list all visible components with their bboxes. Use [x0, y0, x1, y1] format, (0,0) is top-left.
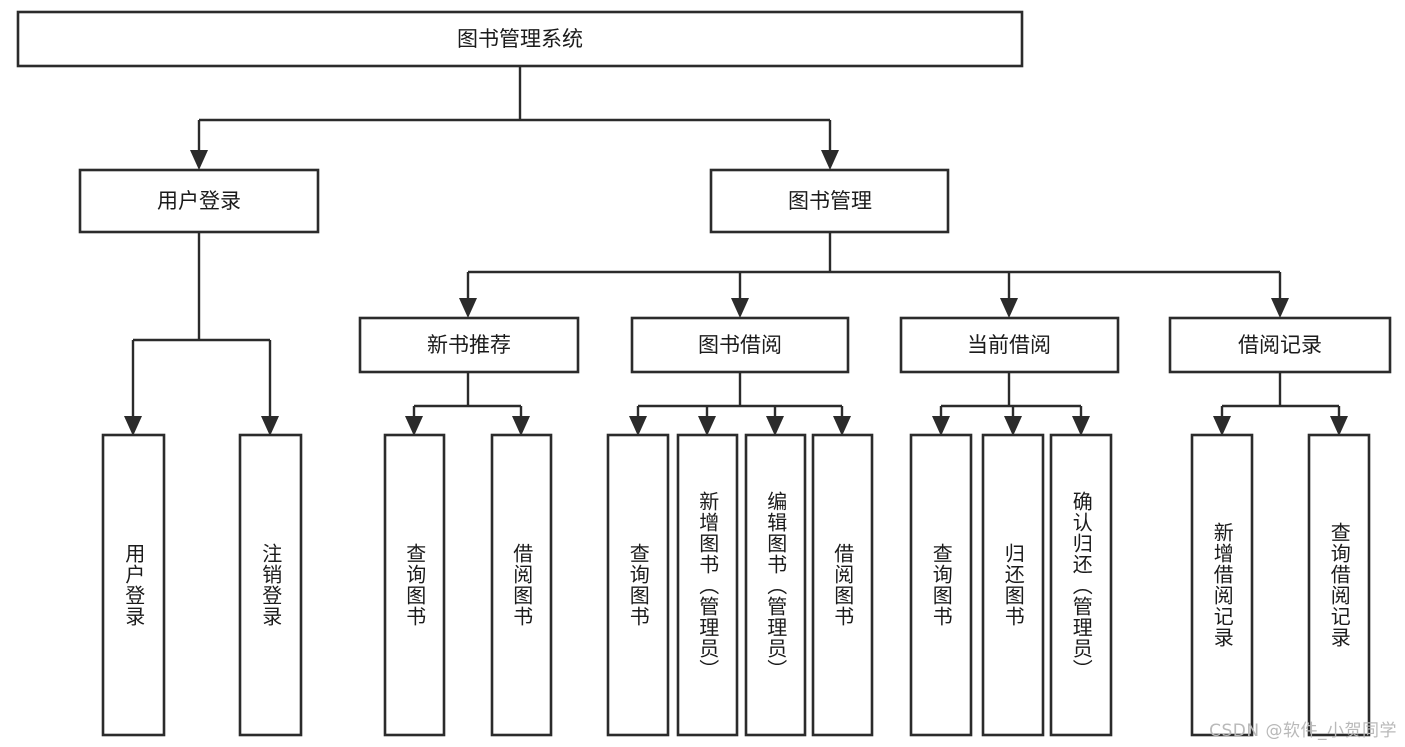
leaf-box-query-book-3[interactable]: [909, 433, 973, 737]
node-borrow-record-box[interactable]: [1168, 316, 1392, 374]
node-user-login[interactable]: 用户登录: [78, 168, 320, 234]
leaf-box-logout-login[interactable]: [238, 433, 303, 737]
leaf-box-user-login[interactable]: [101, 433, 166, 737]
node-new-book-recommend-label: 新书推荐: [427, 333, 511, 357]
connectors-root-to-level2: [190, 66, 839, 170]
node-root-label: 图书管理系统: [457, 27, 583, 51]
node-current-borrow[interactable]: 当前借阅: [899, 316, 1120, 374]
leaf-box-add-book-admin[interactable]: [676, 433, 739, 737]
node-new-book-recommend-box[interactable]: [358, 316, 580, 374]
leaf-box-borrow-book-1[interactable]: [490, 433, 553, 737]
connectors-borrowrecord-to-leaves: [1213, 372, 1348, 436]
node-current-borrow-label: 当前借阅: [967, 333, 1051, 357]
node-book-borrow-box[interactable]: [630, 316, 850, 374]
connectors-bookborrow-to-leaves: [629, 372, 851, 436]
node-book-management[interactable]: 图书管理: [709, 168, 950, 234]
leaf-box-add-borrow-record[interactable]: [1190, 433, 1254, 737]
node-root[interactable]: 图书管理系统: [16, 10, 1024, 68]
node-user-login-box[interactable]: [78, 168, 320, 234]
node-new-book-recommend[interactable]: 新书推荐: [358, 316, 580, 374]
node-borrow-record-label: 借阅记录: [1238, 333, 1322, 357]
leaf-box-confirm-return-admin[interactable]: [1049, 433, 1113, 737]
connectors-currentborrow-to-leaves: [932, 372, 1090, 436]
leaf-boxes: [101, 433, 1371, 737]
connectors-userlogin-to-leaves: [124, 232, 279, 436]
leaf-box-query-book-1[interactable]: [383, 433, 446, 737]
connectors-newbook-to-leaves: [405, 372, 530, 436]
connectors-bookmgmt-to-level3: [459, 232, 1289, 318]
node-book-borrow-label: 图书借阅: [698, 333, 782, 357]
node-book-management-label: 图书管理: [788, 189, 872, 213]
leaf-box-borrow-book-2[interactable]: [811, 433, 874, 737]
leaf-box-edit-book-admin[interactable]: [744, 433, 807, 737]
node-current-borrow-box[interactable]: [899, 316, 1120, 374]
node-book-borrow[interactable]: 图书借阅: [630, 316, 850, 374]
leaf-box-return-book[interactable]: [981, 433, 1045, 737]
node-book-management-box[interactable]: [709, 168, 950, 234]
leaf-box-query-borrow-record[interactable]: [1307, 433, 1371, 737]
node-root-box[interactable]: [16, 10, 1024, 68]
node-borrow-record[interactable]: 借阅记录: [1168, 316, 1392, 374]
csdn-watermark: CSDN @软件_小贺同学: [1209, 721, 1397, 741]
node-user-login-label: 用户登录: [157, 189, 241, 213]
leaf-box-query-book-2[interactable]: [606, 433, 670, 737]
